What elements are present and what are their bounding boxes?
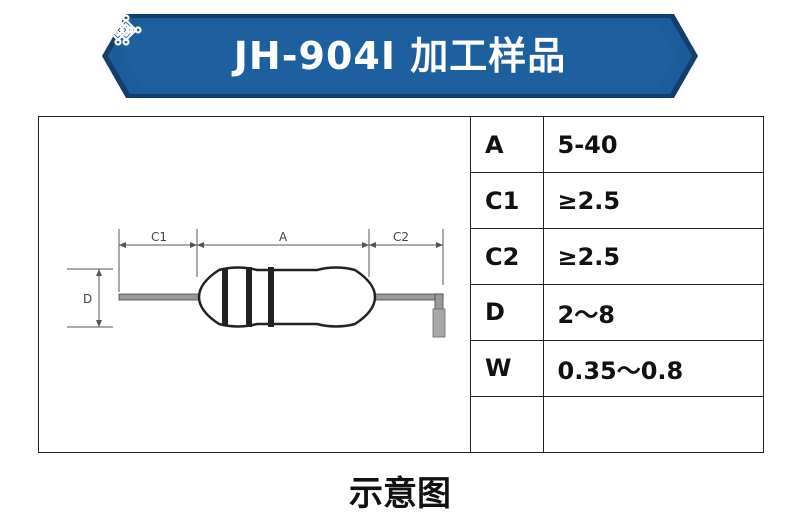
spec-row — [471, 396, 763, 452]
spec-table: A 5-40 C1 ≥2.5 C2 ≥2.5 D 2～8 W 0.35～0.8 — [471, 117, 763, 452]
spec-value: ≥2.5 — [543, 228, 763, 285]
dimension-label-a: A — [279, 230, 288, 244]
spec-value: ≥2.5 — [543, 172, 763, 230]
spec-param: W — [471, 340, 544, 397]
spec-value: 5-40 — [543, 117, 763, 174]
spec-value: 2～8 — [543, 284, 763, 341]
diagram-caption: 示意图 — [349, 474, 451, 514]
spec-row: C1 ≥2.5 — [471, 172, 763, 230]
banner-shape — [102, 14, 698, 98]
spec-row: C2 ≥2.5 — [471, 228, 763, 285]
spec-param: A — [471, 117, 544, 174]
spec-row: A 5-40 — [471, 117, 763, 174]
banner-title: JH-904I 加工样品 — [233, 34, 567, 78]
spec-param — [471, 396, 544, 452]
spec-value: 0.35～0.8 — [543, 340, 763, 397]
title-banner: JH-904I 加工样品 — [102, 14, 698, 98]
spec-param: D — [471, 284, 544, 341]
resistor-diagram: C1 A C2 D — [39, 117, 471, 452]
spec-value — [543, 396, 763, 452]
dimension-label-c1: C1 — [151, 230, 167, 244]
spec-param: C2 — [471, 228, 544, 285]
spec-row: D 2～8 — [471, 284, 763, 341]
chinese-knot-icon — [102, 14, 134, 46]
spec-param: C1 — [471, 172, 544, 230]
resistor-drawing: C1 A C2 D — [67, 229, 446, 338]
dimension-label-c2: C2 — [393, 230, 409, 244]
spec-row: W 0.35～0.8 — [471, 340, 763, 397]
dimension-label-d: D — [83, 292, 92, 306]
spec-frame: C1 A C2 D A 5-40 C1 ≥2.5 C2 ≥2.5 D 2～8 — [38, 116, 764, 453]
